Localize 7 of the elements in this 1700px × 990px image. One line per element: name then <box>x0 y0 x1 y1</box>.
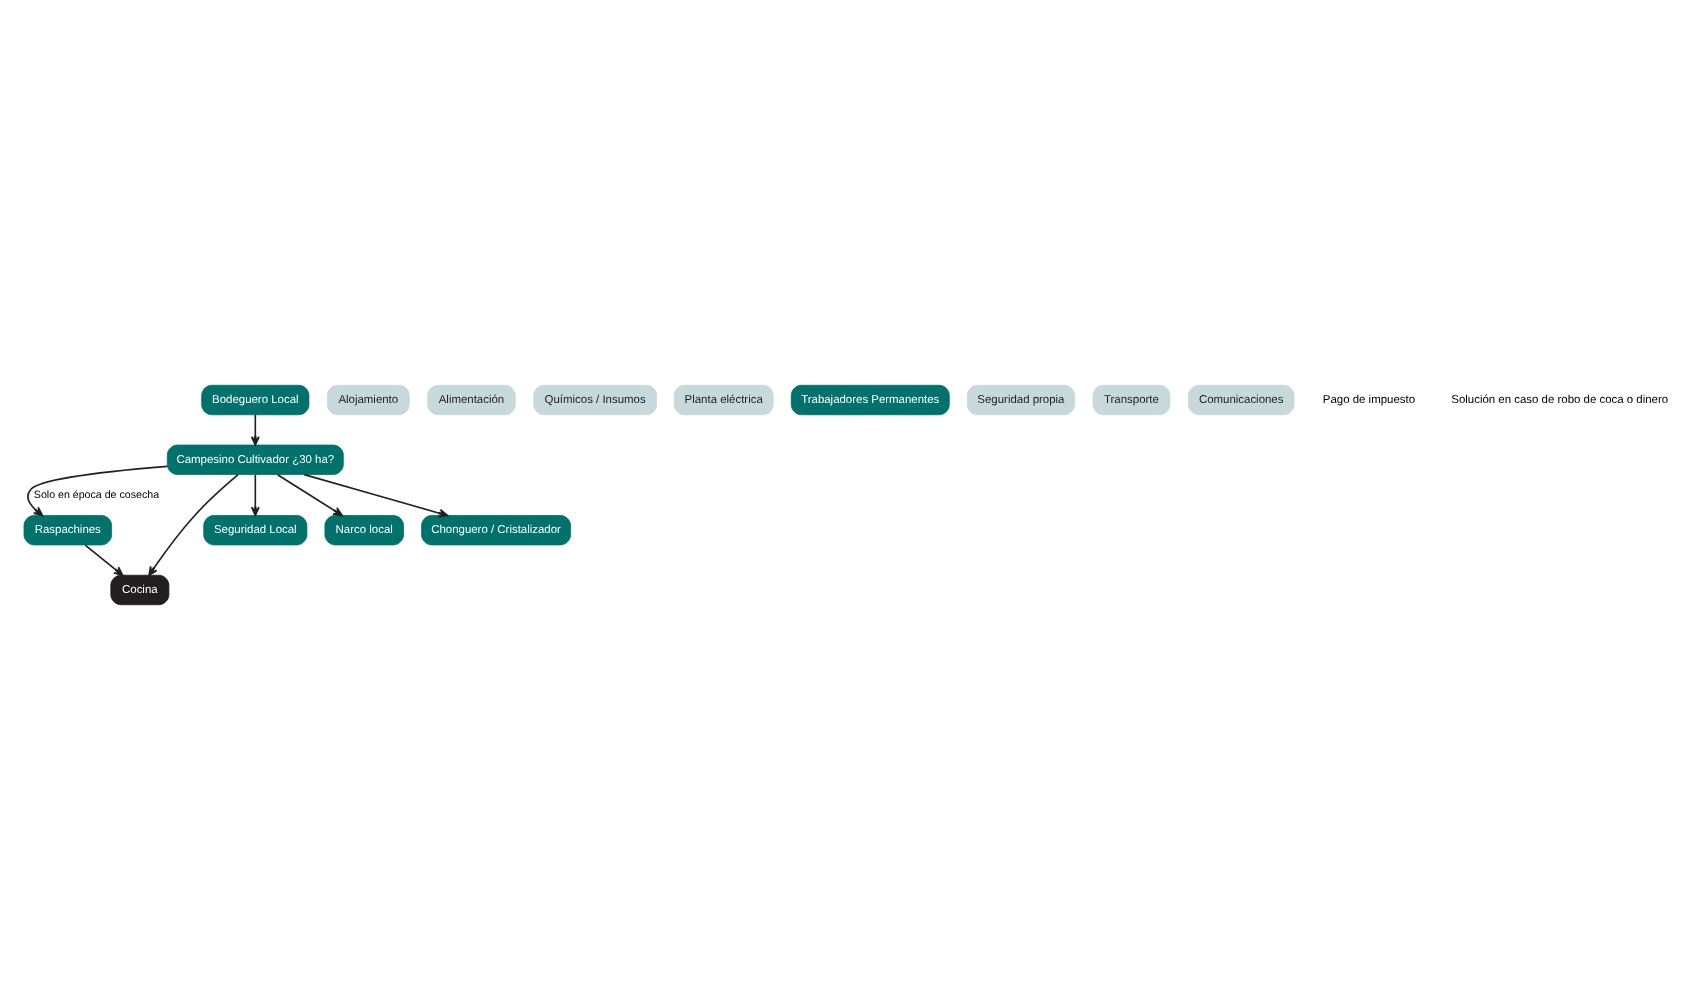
arrow <box>250 474 260 517</box>
arrow <box>250 414 260 446</box>
arrow <box>303 473 449 518</box>
arrow <box>27 465 169 517</box>
arrow <box>276 473 343 517</box>
arrow <box>148 473 239 577</box>
arrow <box>84 544 124 577</box>
